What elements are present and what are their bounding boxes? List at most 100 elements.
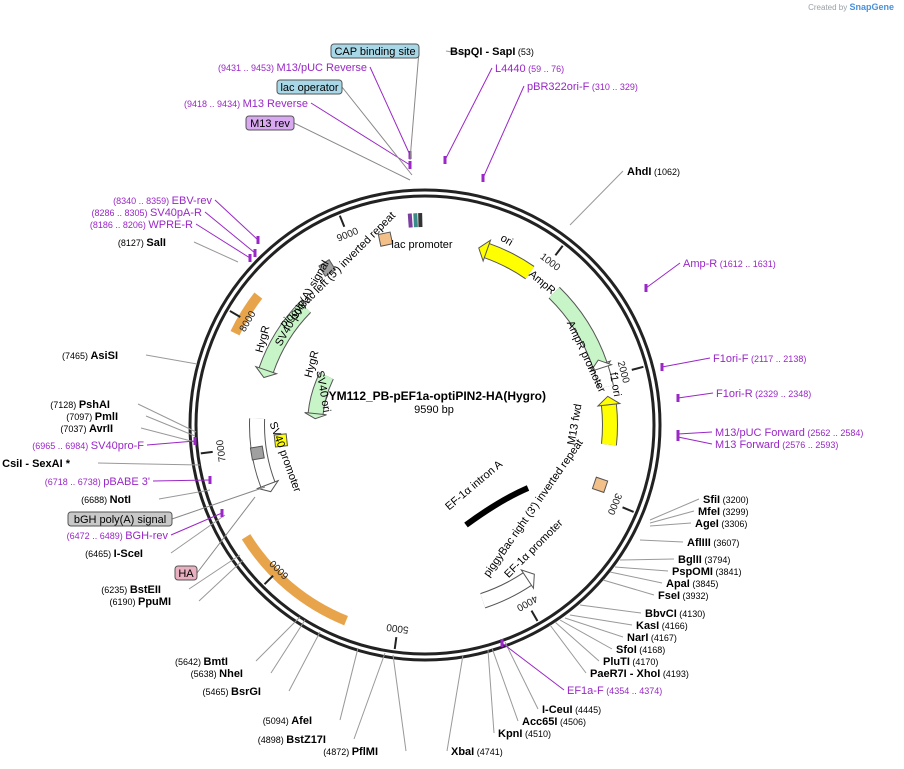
primer-leader — [369, 66, 411, 156]
feature-arc-orange-region-low — [241, 534, 348, 626]
enzyme-label-sfoi: SfoI (4168) — [616, 644, 665, 656]
boxed-feature-box-bgh-poly-a-signal — [67, 511, 173, 527]
tick-mark — [263, 574, 274, 585]
feature-arc-ampr — [549, 287, 607, 368]
enzyme-leader — [549, 624, 587, 674]
snapgene-credit: Created by SnapGene — [808, 2, 894, 12]
primer-site-mark — [193, 437, 197, 445]
enzyme-leader — [392, 654, 407, 752]
primer-site-mark — [256, 236, 260, 244]
tick-label: 7000 — [215, 439, 229, 463]
boxed-feature-box-cap-binding-site — [330, 43, 420, 59]
tick-mark — [200, 450, 213, 455]
enzyme-leader — [649, 522, 692, 527]
boxed-feature-label-cap-binding-site: CAP binding site — [334, 46, 415, 58]
primer-leader — [310, 102, 411, 166]
enzyme-label-avrii: (7037) AvrII — [60, 423, 113, 435]
primer-label-bgh-rev: (6472 .. 6489) BGH-rev — [67, 530, 169, 542]
boxed-feature-label-m13-rev: M13 rev — [250, 118, 290, 130]
enzyme-label-nari: NarI (4167) — [627, 632, 677, 644]
primer-leader — [677, 436, 713, 445]
boxed-feature-leader — [293, 122, 411, 181]
enzyme-leader — [158, 489, 211, 500]
enzyme-leader — [504, 641, 539, 710]
plasmid-name: vYM112_PB-pEF1a-optiPIN2-HA(Hygro) — [322, 389, 546, 403]
lac-cluster-mark — [407, 213, 413, 228]
enzyme-leader — [97, 462, 201, 466]
enzyme-leader — [614, 566, 669, 572]
enzyme-label-pshai: (7128) PshAI — [50, 399, 110, 411]
enzyme-leader — [170, 514, 226, 554]
primer-site-mark — [676, 433, 680, 441]
enzyme-leader — [193, 241, 239, 263]
boxed-feature-box-ha — [174, 565, 198, 581]
tick-mark — [393, 636, 398, 650]
enzyme-label-i-scei: (6465) I-SceI — [85, 548, 143, 560]
feature-label-ampr: AmpR — [526, 268, 557, 297]
enzyme-leader — [446, 654, 464, 752]
feature-box-piggybac-left — [377, 231, 394, 247]
primer-leader — [661, 357, 711, 368]
primer-site-mark — [660, 363, 664, 371]
enzyme-leader — [554, 621, 600, 662]
boxed-feature-leader — [341, 86, 413, 176]
primer-leader — [645, 262, 681, 289]
enzyme-leader — [609, 571, 663, 584]
enzyme-leader — [649, 498, 700, 521]
enzyme-label-xbai: XbaI (4741) — [451, 746, 503, 758]
primer-label-sv40pro-f: (6965 .. 6984) SV40pro-F — [32, 440, 144, 452]
primer-label-m13-reverse: (9418 .. 9434) M13 Reverse — [184, 98, 308, 110]
enzyme-leader — [602, 579, 655, 596]
tick-mark — [622, 506, 635, 513]
enzyme-label-fsei: FseI (3932) — [658, 590, 709, 602]
primer-site-mark — [500, 639, 504, 647]
enzyme-label-kpni: KpnI (4510) — [498, 728, 551, 740]
lac-cluster-mark — [413, 213, 418, 228]
feature-arc-hygr-2 — [308, 372, 333, 415]
primer-leader — [204, 211, 256, 254]
feature-box-sv40-polya — [318, 259, 337, 277]
primer-leader — [146, 440, 196, 446]
primer-leader — [152, 479, 211, 482]
enzyme-label-mfei: MfeI (3299) — [698, 506, 749, 518]
enzyme-leader — [270, 619, 306, 674]
enzyme-label-acc65i: Acc65I (4506) — [522, 716, 586, 728]
primer-site-mark — [248, 254, 252, 262]
enzyme-label-afliii: AflIII (3607) — [687, 537, 739, 549]
enzyme-label-ppumi: (6190) PpuMI — [109, 596, 171, 608]
primer-label-m13-puc-reverse: (9431 .. 9453) M13/pUC Reverse — [218, 62, 367, 74]
enzyme-label-i-ceui: I-CeuI (4445) — [542, 704, 601, 716]
enzyme-leader — [569, 614, 633, 626]
primer-leader — [677, 392, 714, 399]
feature-arrowhead-ampr-promoter — [589, 359, 614, 373]
enzyme-leader — [140, 427, 196, 443]
boxed-feature-leader — [196, 496, 256, 574]
enzyme-label-nhei: (5638) NheI — [191, 668, 243, 680]
enzyme-label-asisi: (7465) AsiSI — [62, 350, 118, 362]
primer-site-mark — [676, 394, 680, 402]
enzyme-leader — [137, 403, 197, 433]
backbone-outer — [188, 188, 662, 662]
primer-leader — [214, 199, 259, 241]
tick-label: 3000 — [605, 491, 624, 516]
enzyme-label-bbvci: BbvCI (4130) — [645, 608, 705, 620]
boxed-feature-box-m13-rev — [245, 115, 295, 131]
primer-leader — [444, 67, 493, 161]
enzyme-leader — [198, 559, 244, 602]
primer-label-m13-puc-forward: M13/pUC Forward (2562 .. 2584) — [715, 427, 863, 439]
enzyme-leader — [145, 415, 196, 437]
tick-mark — [631, 365, 644, 371]
plasmid-length: 9590 bp — [414, 404, 454, 416]
feature-label-ori: ori — [498, 232, 515, 249]
enzyme-label-paer7i: PaeR7I - XhoI (4193) — [590, 668, 689, 680]
feature-box-sv40-ori — [273, 433, 288, 448]
primer-site-mark — [253, 249, 257, 257]
primer-leader — [195, 223, 251, 259]
tick-mark — [554, 245, 564, 256]
snapgene-logo: SnapGene — [849, 2, 894, 12]
enzyme-label-sali: (8127) SalI — [118, 237, 166, 249]
feature-label-lac-promoter: lac promoter — [391, 239, 452, 251]
tick-label: 4000 — [514, 592, 539, 613]
primer-label-m13-forward: M13 Forward (2576 .. 2593) — [715, 439, 838, 451]
